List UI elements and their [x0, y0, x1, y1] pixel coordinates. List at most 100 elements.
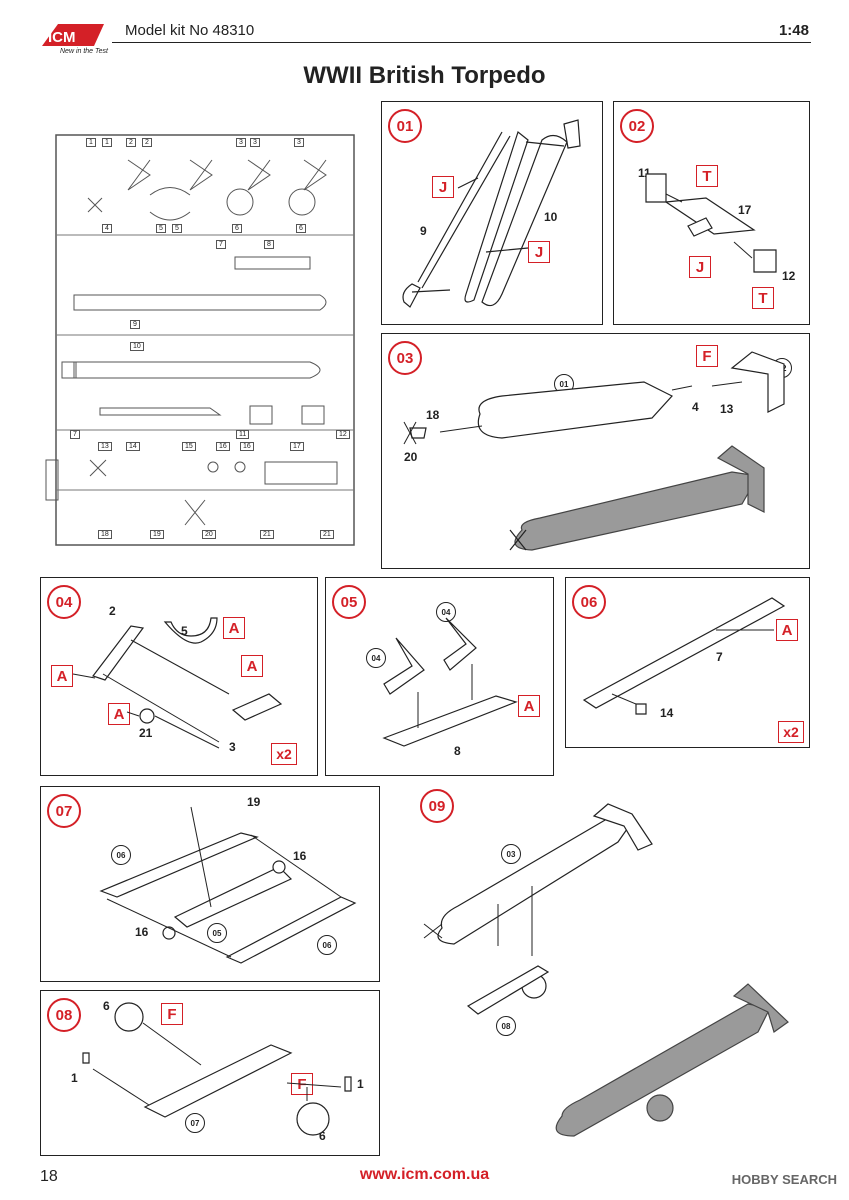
step-02-tag-j: J	[689, 256, 711, 278]
step-07-part-16-1: 16	[293, 849, 307, 863]
step-03-part-4: 4	[692, 400, 699, 414]
step-03-tag-f: F	[696, 345, 718, 367]
sprue-part-number: 17	[290, 442, 304, 451]
brand-logo-shape: ICM	[42, 24, 104, 46]
step-04-tag-a-4: A	[108, 703, 130, 725]
step-09-number: 09	[420, 789, 454, 823]
website-link[interactable]: www.icm.com.ua	[359, 1166, 490, 1183]
step-04-part-3: 3	[229, 740, 236, 754]
sprue-part-number: 5	[156, 224, 166, 233]
step-01-panel: 01 J J 9 10	[381, 101, 603, 325]
sprue-part-number: 2	[126, 138, 136, 147]
step-07-ref-06-2: 06	[317, 935, 337, 955]
step-05-part-8: 8	[454, 744, 461, 758]
step-04-number: 04	[47, 585, 81, 619]
step-03-panel: 03 F 01 02 18 20 4 13	[381, 333, 810, 569]
watermark: HOBBY SEARCH	[731, 1172, 837, 1187]
scale-label: 1:48	[778, 22, 809, 39]
page-number: 18	[40, 1168, 58, 1185]
step-03-part-20: 20	[404, 450, 418, 464]
sprue-part-number: 20	[202, 530, 216, 539]
step-06-part-7: 7	[716, 650, 723, 664]
step-04-tag-a-3: A	[241, 655, 263, 677]
step-08-drawing	[82, 1002, 352, 1136]
step-02-part-12: 12	[782, 269, 796, 283]
sprue-part-number: 3	[250, 138, 260, 147]
step-01-part-9: 9	[420, 224, 427, 238]
sprue-part-number: 2	[142, 138, 152, 147]
step-06-multiplier: x2	[778, 721, 804, 743]
step-07-drawing	[99, 806, 357, 964]
step-01-number: 01	[388, 109, 422, 143]
sprue-part-number: 15	[182, 442, 196, 451]
page-title: WWII British Torpedo	[303, 62, 546, 89]
step-05-number: 05	[332, 585, 366, 619]
step-09-ref-03: 03	[501, 844, 521, 864]
sprue-part-number: 16	[216, 442, 230, 451]
step-04-part-2: 2	[109, 604, 116, 618]
step-07-panel: 07 19 16 16 06 05 06	[40, 786, 380, 982]
step-07-ref-05: 05	[207, 923, 227, 943]
sprue-part-number: 1	[86, 138, 96, 147]
header-divider	[112, 42, 811, 43]
step-07-ref-06-1: 06	[111, 845, 131, 865]
brand-name: ICM	[48, 29, 76, 46]
step-08-part-6-1: 6	[103, 999, 110, 1013]
sprue-part-number: 8	[264, 240, 274, 249]
sprue-part-number: 19	[150, 530, 164, 539]
step-08-panel: 08 F F 6 1 1 6 07	[40, 990, 380, 1156]
step-08-part-1-1: 1	[71, 1071, 78, 1085]
sprue-part-number: 21	[260, 530, 274, 539]
sprue-part-number: 14	[126, 442, 140, 451]
step-04-part-5: 5	[181, 624, 188, 638]
sprue-part-number: 12	[336, 430, 350, 439]
sprue-part-number: 1	[102, 138, 112, 147]
sprue-part-number: 16	[240, 442, 254, 451]
step-02-part-17: 17	[738, 203, 752, 217]
step-02-drawing	[645, 173, 777, 273]
step-06-number: 06	[572, 585, 606, 619]
step-01-drawing	[402, 119, 581, 308]
step-08-part-6-2: 6	[319, 1129, 326, 1143]
sprue-part-number: 7	[216, 240, 226, 249]
step-08-part-1-2: 1	[357, 1077, 364, 1091]
step-04-tag-a-2: A	[51, 665, 73, 687]
sprue-part-number: 6	[296, 224, 306, 233]
step-06-panel: 06 A 7 14 x2	[565, 577, 810, 748]
step-05-panel: 05 A 04 04 8	[325, 577, 554, 776]
sprue-part-number: 6	[232, 224, 242, 233]
step-01-tag-j-2: J	[528, 241, 550, 263]
step-07-part-19: 19	[247, 795, 261, 809]
step-09-drawing	[423, 803, 789, 1137]
step-05-ref-04-2: 04	[366, 648, 386, 668]
step-01-tag-j-1: J	[432, 176, 454, 198]
sprue-part-number: 11	[236, 430, 250, 439]
step-06-tag-a: A	[776, 619, 798, 641]
step-08-tag-f-1: F	[161, 1003, 183, 1025]
step-06-part-14: 14	[660, 706, 674, 720]
brand-logo: ICM New in the Test	[38, 20, 108, 60]
step-05-drawing	[382, 617, 518, 747]
brand-tagline: New in the Test	[60, 48, 108, 55]
step-02-panel: 02 T J T 11 17 12	[613, 101, 810, 325]
sprue-part-number: 7	[70, 430, 80, 439]
sprue-frame	[45, 134, 355, 546]
sprue-part-number: 21	[320, 530, 334, 539]
step-04-drawing	[72, 617, 283, 749]
step-09-ref-08: 08	[496, 1016, 516, 1036]
step-04-multiplier: x2	[271, 743, 297, 765]
sprue-part-number: 9	[130, 320, 140, 329]
step-02-tag-t-2: T	[752, 287, 774, 309]
step-04-part-21: 21	[139, 726, 153, 740]
step-04-panel: 04 A A A A 2 5 21 3 x2	[40, 577, 318, 776]
sprue-part-number: 10	[130, 342, 144, 351]
step-03-drawing	[403, 351, 785, 551]
sprue-part-number: 4	[102, 224, 112, 233]
sprue-part-number: 3	[236, 138, 246, 147]
step-03-part-18: 18	[426, 408, 440, 422]
sprue-part-number: 18	[98, 530, 112, 539]
step-09-area: 09 03 08	[398, 786, 808, 1154]
sprue-part-number: 3	[294, 138, 304, 147]
step-02-number: 02	[620, 109, 654, 143]
